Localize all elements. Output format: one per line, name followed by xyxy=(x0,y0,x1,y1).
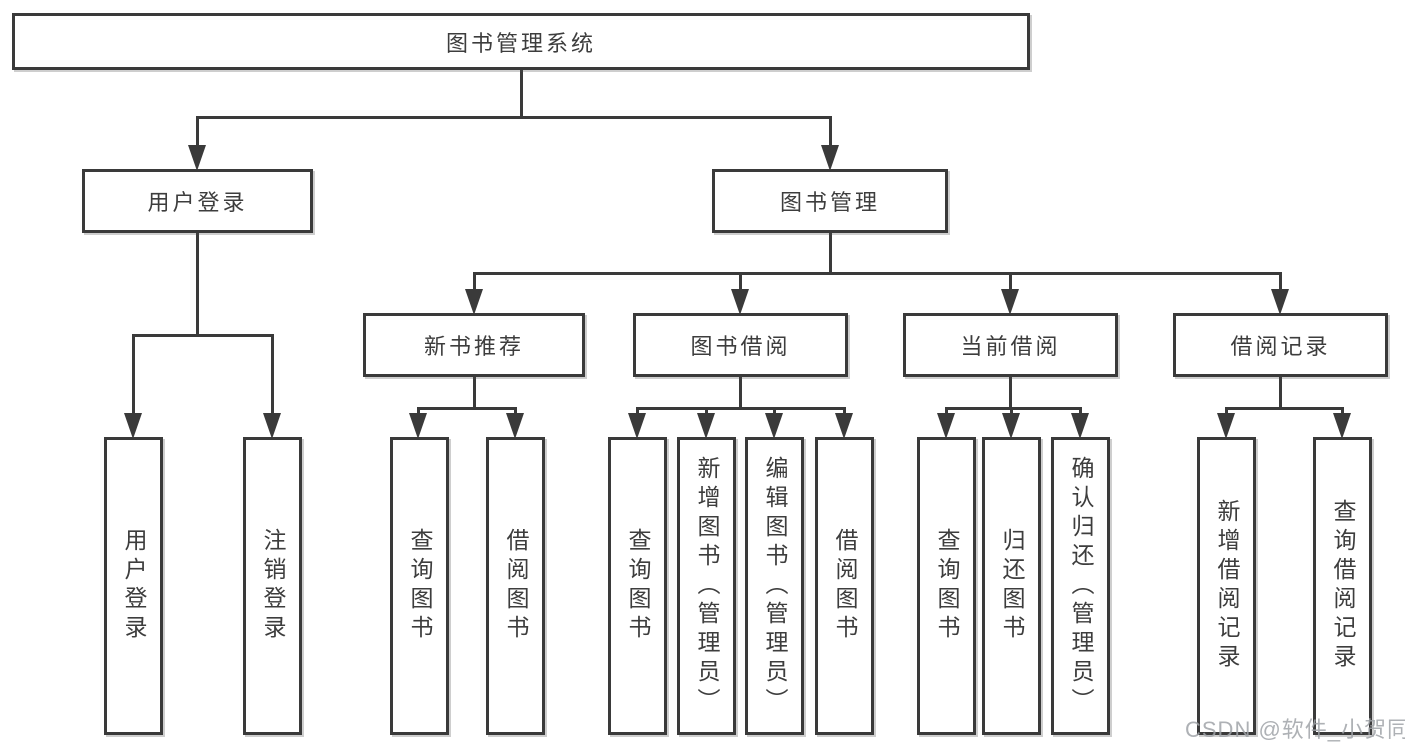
connector-branch-line xyxy=(196,116,831,119)
node-label: 借阅记录 xyxy=(1230,334,1331,359)
arrow-down-icon xyxy=(697,413,715,439)
node-user-login-leaf: 用户登录 xyxy=(104,437,163,735)
connector-drop-line xyxy=(945,407,948,418)
node-label: 图书管理 xyxy=(779,190,880,215)
csdn-watermark: CSDN @软件_小贺同学 xyxy=(1185,717,1405,742)
connector-drop-line xyxy=(1009,272,1012,294)
arrow-down-icon xyxy=(263,413,281,439)
connector-drop-line xyxy=(829,116,832,150)
node-label: 查询图书 xyxy=(407,528,433,644)
connector-drop-line xyxy=(196,116,199,150)
connector-drop-line xyxy=(1079,407,1082,418)
node-label: 当前借阅 xyxy=(960,334,1061,359)
node-label: 用户登录 xyxy=(147,190,248,215)
arrow-down-icon xyxy=(465,289,483,315)
connector-drop-line xyxy=(1225,407,1228,418)
node-add-borrow-record: 新增借阅记录 xyxy=(1197,437,1256,735)
node-label: 查询借阅记录 xyxy=(1330,499,1356,673)
node-label: 图书管理系统 xyxy=(445,30,596,56)
node-label: 查询图书 xyxy=(625,528,651,644)
node-label: 归还图书 xyxy=(999,528,1025,644)
arrow-down-icon xyxy=(1271,289,1289,315)
node-label: 借阅图书 xyxy=(832,528,858,644)
connector-stem-line xyxy=(473,376,476,409)
arrow-down-icon xyxy=(1333,413,1351,439)
connector-stem-line xyxy=(829,232,832,274)
connector-branch-line xyxy=(132,334,273,337)
arrow-down-icon xyxy=(821,145,839,171)
node-label: 用户登录 xyxy=(121,528,147,644)
connector-stem-line xyxy=(1279,376,1282,409)
connector-drop-line xyxy=(417,407,420,418)
node-edit-books-admin: 编辑图书（管理员） xyxy=(745,437,804,735)
node-root: 图书管理系统 xyxy=(12,13,1030,70)
connector-branch-line xyxy=(1225,407,1343,410)
arrow-down-icon xyxy=(628,413,646,439)
connector-stem-line xyxy=(520,69,523,118)
connector-drop-line xyxy=(1010,407,1013,418)
connector-drop-line xyxy=(773,407,776,418)
connector-branch-line xyxy=(636,407,845,410)
node-label: 借阅图书 xyxy=(503,528,529,644)
connector-drop-line xyxy=(132,334,135,418)
node-user-login: 用户登录 xyxy=(82,169,313,233)
node-label: 新书推荐 xyxy=(423,334,524,359)
node-logout-leaf: 注销登录 xyxy=(243,437,302,735)
connector-stem-line xyxy=(739,376,742,409)
node-book-management: 图书管理 xyxy=(712,169,948,233)
node-query-borrow-record: 查询借阅记录 xyxy=(1313,437,1372,735)
node-new-book-recommend: 新书推荐 xyxy=(363,313,585,377)
arrow-down-icon xyxy=(937,413,955,439)
node-borrowing-records: 借阅记录 xyxy=(1173,313,1388,377)
arrow-down-icon xyxy=(409,413,427,439)
node-label: 新增图书（管理员） xyxy=(694,455,720,717)
arrow-down-icon xyxy=(835,413,853,439)
arrow-down-icon xyxy=(1001,289,1019,315)
arrow-down-icon xyxy=(506,413,524,439)
node-borrow-books-2: 借阅图书 xyxy=(815,437,874,735)
arrow-down-icon xyxy=(1071,413,1089,439)
node-label: 新增借阅记录 xyxy=(1214,499,1240,673)
connector-drop-line xyxy=(271,334,274,418)
node-add-books-admin: 新增图书（管理员） xyxy=(677,437,736,735)
connector-branch-line xyxy=(417,407,516,410)
node-label: 查询图书 xyxy=(934,528,960,644)
connector-stem-line xyxy=(196,232,199,336)
arrow-down-icon xyxy=(124,413,142,439)
arrow-down-icon xyxy=(1002,413,1020,439)
arrow-down-icon xyxy=(765,413,783,439)
connector-drop-line xyxy=(843,407,846,418)
node-current-borrowing: 当前借阅 xyxy=(903,313,1118,377)
node-query-books-3: 查询图书 xyxy=(917,437,976,735)
connector-drop-line xyxy=(514,407,517,418)
node-label: 图书借阅 xyxy=(690,334,791,359)
arrow-down-icon xyxy=(1217,413,1235,439)
connector-drop-line xyxy=(473,272,476,294)
node-book-borrowing: 图书借阅 xyxy=(633,313,848,377)
arrow-down-icon xyxy=(188,145,206,171)
connector-branch-line xyxy=(945,407,1081,410)
connector-drop-line xyxy=(1341,407,1344,418)
node-borrow-books-1: 借阅图书 xyxy=(486,437,545,735)
connector-drop-line xyxy=(705,407,708,418)
node-confirm-return-admin: 确认归还（管理员） xyxy=(1051,437,1110,735)
node-label: 确认归还（管理员） xyxy=(1068,455,1094,717)
arrow-down-icon xyxy=(731,289,749,315)
node-label: 编辑图书（管理员） xyxy=(762,455,788,717)
node-label: 注销登录 xyxy=(260,528,286,644)
node-query-books-1: 查询图书 xyxy=(390,437,449,735)
node-return-books: 归还图书 xyxy=(982,437,1041,735)
node-query-books-2: 查询图书 xyxy=(608,437,667,735)
connector-stem-line xyxy=(1009,376,1012,409)
connector-branch-line xyxy=(473,272,1281,275)
connector-drop-line xyxy=(1279,272,1282,294)
connector-drop-line xyxy=(739,272,742,294)
connector-drop-line xyxy=(636,407,639,418)
